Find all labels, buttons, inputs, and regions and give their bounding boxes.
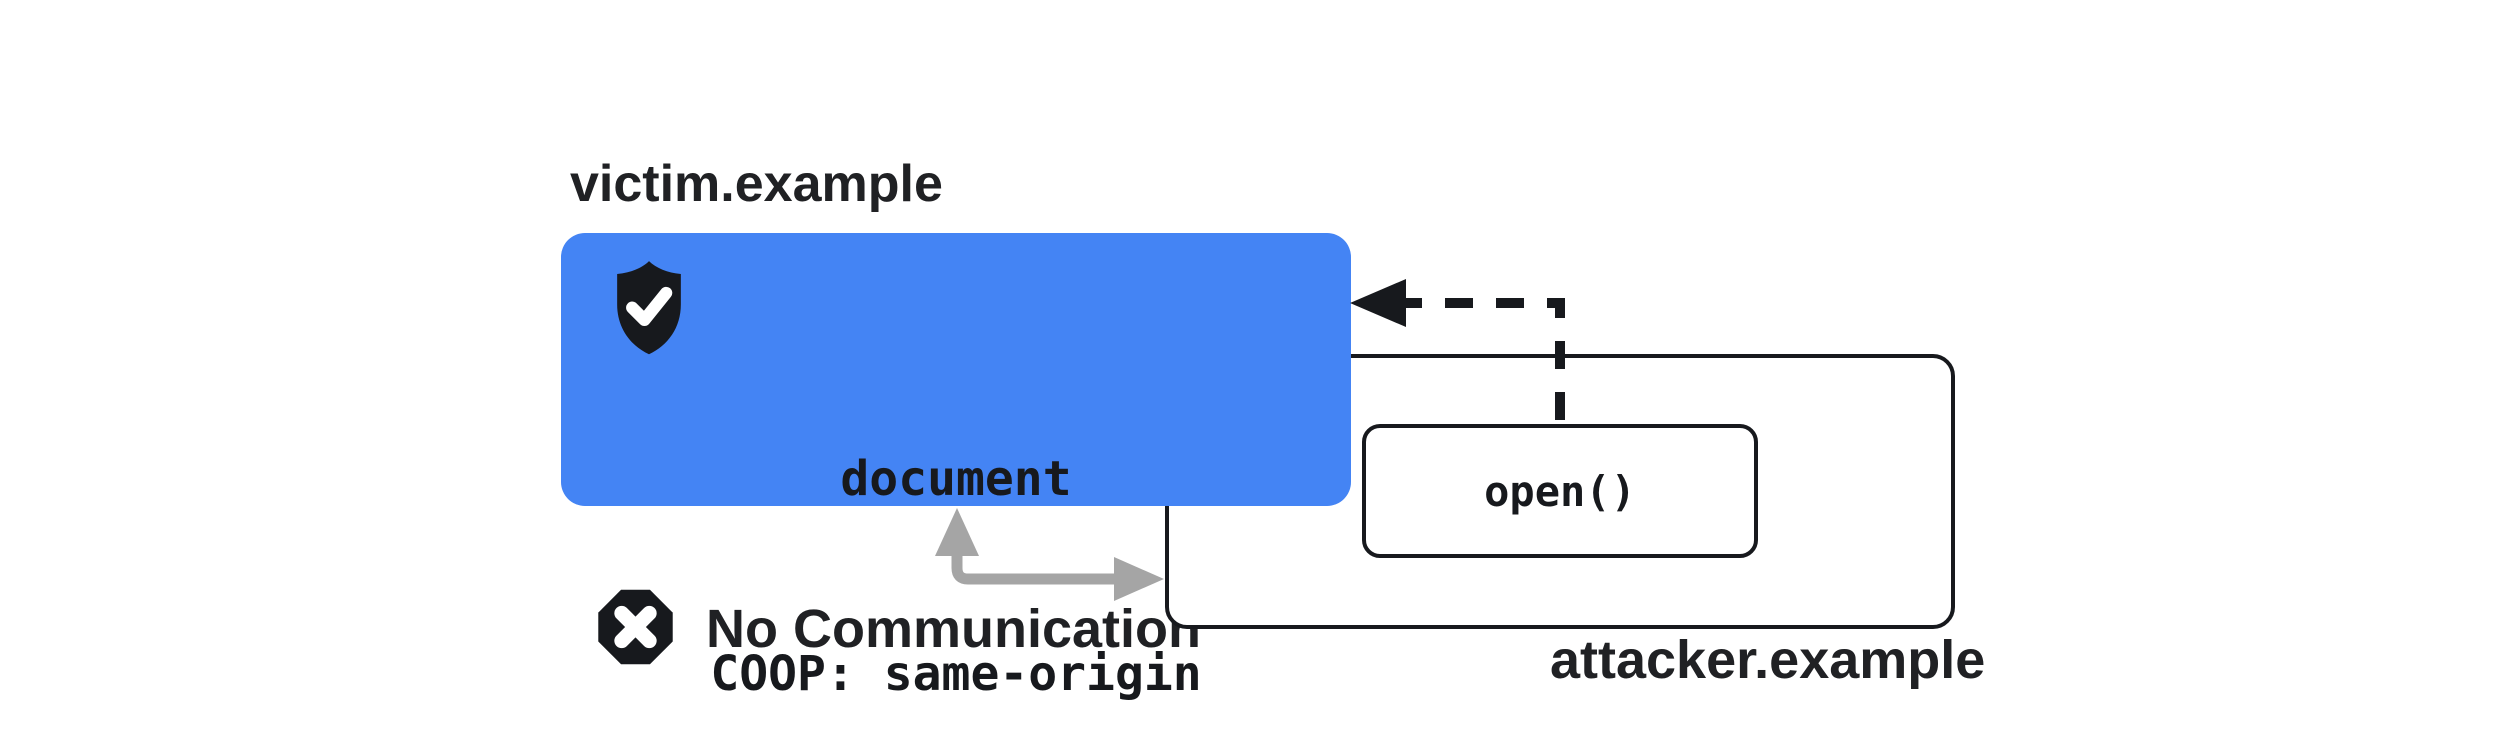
no-communication-label: No Communication — [706, 599, 1201, 659]
blocked-x-octagon-icon — [598, 589, 673, 665]
document-line: document — [840, 451, 1072, 507]
open-call-label: open() — [1484, 466, 1636, 516]
victim-domain-label: victim.example — [570, 155, 943, 213]
coop-header-line: COOP: same-origin — [710, 646, 1202, 702]
victim-document-box: document COOP: same-origin — [561, 233, 1351, 702]
shield-check-icon — [617, 261, 681, 355]
victim-document-text: document COOP: same-origin — [561, 317, 1351, 735]
attacker-domain-label: attacker.example — [1550, 630, 1986, 690]
dashed-arrowhead-left-icon — [1350, 279, 1406, 327]
open-call-box: open() — [1362, 424, 1758, 558]
